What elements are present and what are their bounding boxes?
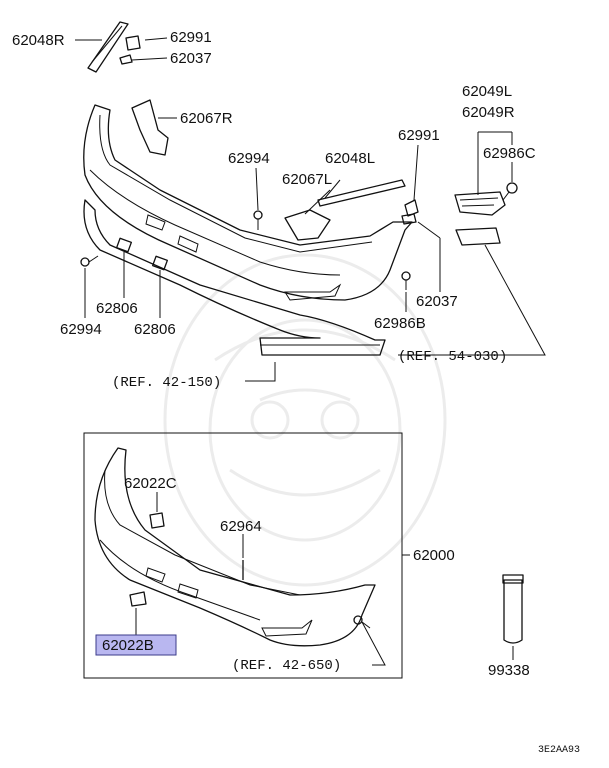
label-62806-b: 62806 — [134, 321, 176, 338]
screw-62986B — [401, 271, 411, 290]
bumper-cover-assembled — [94, 447, 376, 647]
labels-lower: 62022C 62964 62000 62022B (REF. 42-650) … — [95, 475, 530, 679]
labels-upper: 62048R 62991 62037 62067R 62994 62048L 6… — [12, 29, 536, 391]
label-62986C: 62986C — [483, 145, 536, 162]
screw-62986C — [502, 182, 518, 201]
leader-lines-upper — [75, 37, 546, 382]
label-62067L: 62067L — [282, 171, 332, 188]
label-62037-b: 62037 — [416, 293, 458, 310]
screw-62994-top — [253, 210, 263, 230]
screw-lower-right — [353, 615, 371, 629]
label-62991-a: 62991 — [170, 29, 212, 46]
clip-62022C — [149, 512, 165, 529]
nut-62037-left — [119, 54, 133, 65]
label-62991-b: 62991 — [398, 127, 440, 144]
ref-42-650: (REF. 42-650) — [232, 658, 341, 674]
label-62067R: 62067R — [180, 110, 233, 127]
label-62022B: 62022B — [102, 637, 154, 654]
label-62048R: 62048R — [12, 32, 65, 49]
label-62049L: 62049L — [462, 83, 512, 100]
bumper-lower-lip — [83, 199, 386, 356]
adhesive-tube-99338 — [502, 574, 524, 660]
clip-62991-right — [404, 199, 419, 217]
retainer-62048L — [317, 179, 406, 207]
label-62022C: 62022C — [124, 475, 177, 492]
label-62994-a: 62994 — [228, 150, 270, 167]
bumper-cover-upper — [83, 104, 413, 301]
label-62037-a: 62037 — [170, 50, 212, 67]
label-62000: 62000 — [413, 547, 455, 564]
label-99338: 99338 — [488, 662, 530, 679]
retainer-62048R — [87, 21, 129, 73]
clip-62806-b — [152, 255, 168, 271]
ref-54-030: (REF. 54-030) — [398, 349, 507, 365]
diagram-code: 3E2AA93 — [538, 745, 580, 756]
screw-62994-left — [80, 255, 99, 267]
fog-lamp-cover — [455, 227, 501, 246]
clip-62022B — [129, 591, 147, 607]
label-62986B: 62986B — [374, 315, 426, 332]
clip-62806-a — [116, 237, 132, 253]
leader-lines-lower — [135, 492, 410, 666]
label-62049R: 62049R — [462, 104, 515, 121]
label-62994-b: 62994 — [60, 321, 102, 338]
label-62806-a: 62806 — [96, 300, 138, 317]
label-62964: 62964 — [220, 518, 262, 535]
bracket-62067L — [284, 209, 331, 241]
bracket-62067R — [131, 99, 169, 156]
label-62048L: 62048L — [325, 150, 375, 167]
ref-42-150: (REF. 42-150) — [112, 375, 221, 391]
watermark-crest — [163, 253, 447, 587]
bracket-62049 — [454, 191, 506, 216]
clip-62991-left — [125, 35, 141, 51]
label-62022B-highlight — [95, 634, 177, 656]
nut-62037-right — [401, 213, 417, 225]
